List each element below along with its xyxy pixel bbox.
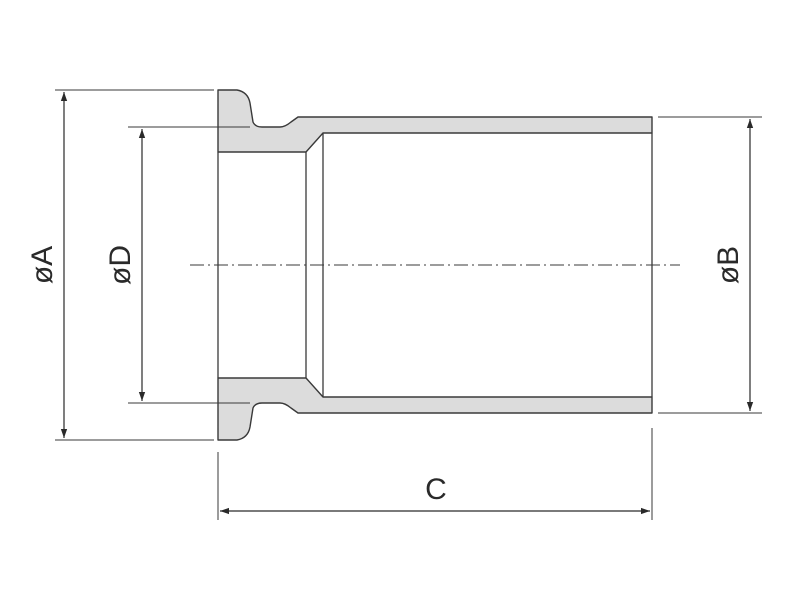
extension-lines bbox=[55, 89, 762, 520]
dimension-label-d: øD bbox=[104, 245, 137, 285]
dimension-label-c: C bbox=[425, 473, 447, 506]
upper-wall-section bbox=[217, 89, 653, 153]
dimension-label-b: øB bbox=[712, 246, 745, 284]
dimension-label-a: øA bbox=[26, 246, 59, 284]
lower-wall-section bbox=[217, 377, 653, 441]
